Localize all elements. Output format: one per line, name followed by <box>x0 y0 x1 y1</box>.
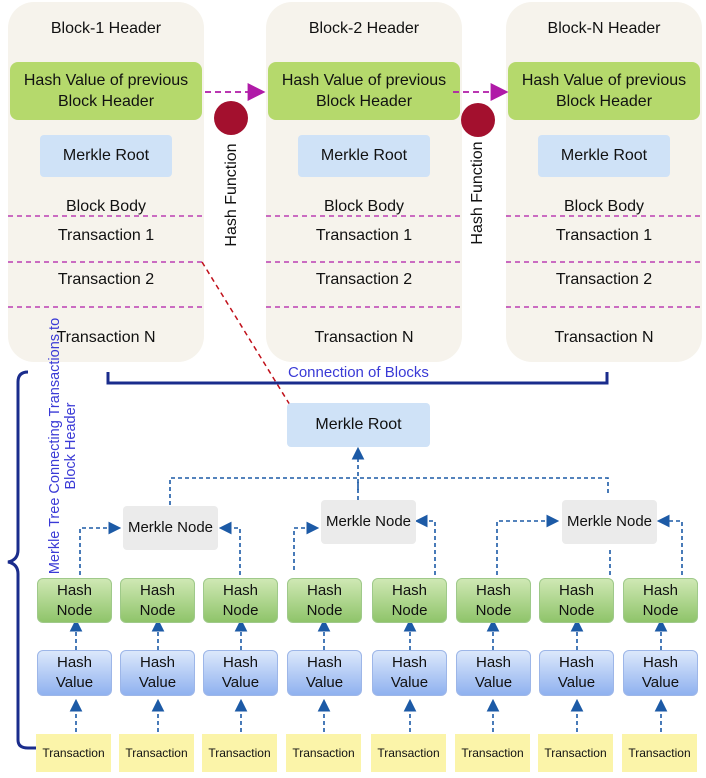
prev-hash-box: Hash Value of previous Block Header <box>10 62 202 120</box>
hash-value: Hash Value <box>456 650 531 696</box>
hash-node: Hash Node <box>120 578 195 623</box>
merkle-root-top: Merkle Root <box>287 403 430 447</box>
hash-function-dot <box>214 101 248 135</box>
prev-hash-box: Hash Value of previous Block Header <box>508 62 700 120</box>
prev-hash-box: Hash Value of previous Block Header <box>268 62 460 120</box>
hash-value: Hash Value <box>372 650 447 696</box>
merkle-root-box: Merkle Root <box>40 135 172 177</box>
hash-node: Hash Node <box>287 578 362 623</box>
transaction-box: Transaction <box>622 734 697 772</box>
block-body-label: Block Body <box>323 198 405 215</box>
merkle-node-middle: Merkle Node <box>321 500 416 544</box>
transaction-1: Transaction 1 <box>315 227 413 244</box>
block-2: Block-2 Header Hash Value of previous Bl… <box>266 2 462 362</box>
transaction-n: Transaction N <box>56 329 156 346</box>
merkle-root-box: Merkle Root <box>298 135 430 177</box>
hash-value: Hash Value <box>539 650 614 696</box>
transaction-box: Transaction <box>538 734 613 772</box>
block-header-title: Block-2 Header <box>308 20 420 37</box>
hash-function-dot <box>461 103 495 137</box>
hash-node: Hash Node <box>37 578 112 623</box>
transaction-box: Transaction <box>202 734 277 772</box>
block-header-title: Block-1 Header <box>50 20 162 37</box>
hash-value: Hash Value <box>287 650 362 696</box>
transaction-1: Transaction 1 <box>57 227 155 244</box>
connection-of-blocks-label: Connection of Blocks <box>288 364 429 381</box>
transaction-box: Transaction <box>119 734 194 772</box>
transaction-1: Transaction 1 <box>555 227 653 244</box>
transaction-2: Transaction 2 <box>57 271 155 288</box>
hash-value: Hash Value <box>623 650 698 696</box>
transaction-box: Transaction <box>36 734 111 772</box>
hash-node: Hash Node <box>539 578 614 623</box>
transaction-box: Transaction <box>455 734 530 772</box>
hash-node: Hash Node <box>372 578 447 623</box>
transaction-n: Transaction N <box>314 329 414 346</box>
hash-node: Hash Node <box>203 578 278 623</box>
hash-value: Hash Value <box>120 650 195 696</box>
transaction-box: Transaction <box>371 734 446 772</box>
block-body-label: Block Body <box>563 198 645 215</box>
block-header-title: Block-N Header <box>547 20 661 37</box>
block-1: Block-1 Header Hash Value of previous Bl… <box>8 2 204 362</box>
transaction-2: Transaction 2 <box>555 271 653 288</box>
merkle-tree-label: Merkle Tree Connecting Transactions to B… <box>47 317 79 575</box>
hash-value: Hash Value <box>203 650 278 696</box>
transaction-n: Transaction N <box>554 329 654 346</box>
block-n: Block-N Header Hash Value of previous Bl… <box>506 2 702 362</box>
merkle-root-box: Merkle Root <box>538 135 670 177</box>
hash-node: Hash Node <box>623 578 698 623</box>
transaction-2: Transaction 2 <box>315 271 413 288</box>
merkle-node-left: Merkle Node <box>123 506 218 550</box>
merkle-node-right: Merkle Node <box>562 500 657 544</box>
hash-node: Hash Node <box>456 578 531 623</box>
transaction-box: Transaction <box>286 734 361 772</box>
hash-value: Hash Value <box>37 650 112 696</box>
block-body-label: Block Body <box>65 198 147 215</box>
